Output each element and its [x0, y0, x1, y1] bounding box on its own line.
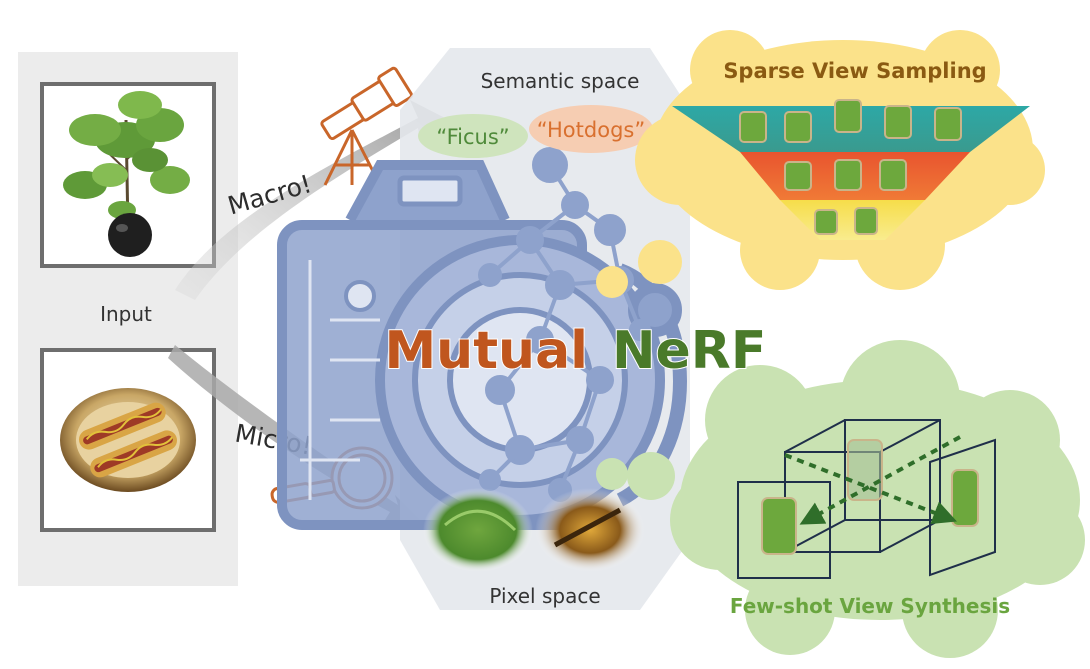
camera-illustration — [277, 160, 687, 530]
input-label: Input — [100, 302, 152, 326]
pixel-leaf-patch — [423, 488, 533, 572]
macro-arrow — [175, 100, 445, 300]
chair-thumbnails — [739, 99, 962, 235]
pixel-space-label: Pixel space — [489, 584, 600, 608]
ficus-tag: “Ficus” — [436, 125, 509, 149]
micro-arrow — [168, 345, 420, 520]
ficus-input-image — [40, 82, 216, 268]
telescope-icon — [320, 66, 413, 186]
title: Mutual NeRF — [383, 320, 767, 382]
semantic-space-label: Semantic space — [481, 69, 640, 93]
title-word-mutual: Mutual — [384, 321, 588, 381]
hotdogs-input-image — [40, 348, 216, 532]
hotdogs-tag-bubble — [529, 105, 653, 153]
title-word-nerf: NeRF — [612, 321, 766, 381]
pixel-bread-patch — [535, 488, 645, 572]
sparse-label: Sparse View Sampling — [723, 59, 986, 83]
chair-views — [761, 439, 979, 555]
hotdogs-tag: “Hotdogs” — [537, 118, 645, 142]
ficus-tag-bubble — [418, 114, 528, 158]
fewshot-label: Few-shot View Synthesis — [730, 594, 1010, 618]
view-arrows — [784, 435, 961, 525]
